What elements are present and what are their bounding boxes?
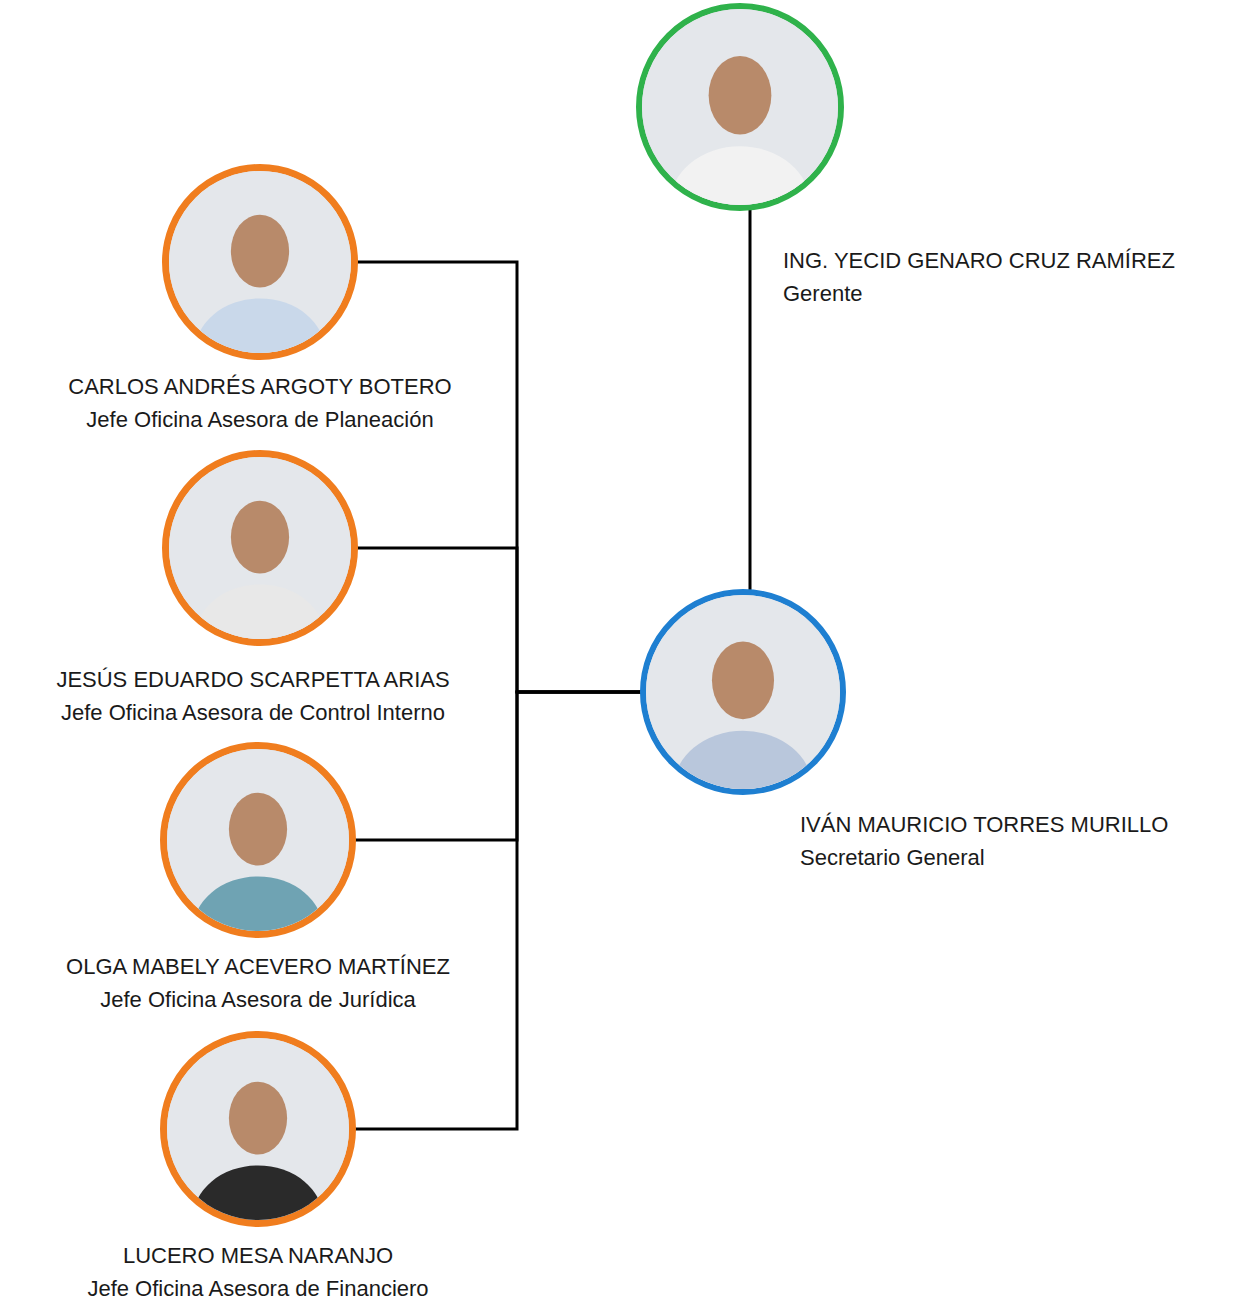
org-connector [356, 262, 642, 692]
person-caption: ING. YECID GENARO CRUZ RAMÍREZGerente [783, 244, 1175, 310]
portrait-body [192, 1165, 323, 1220]
person-name: LUCERO MESA NARANJO [87, 1239, 428, 1272]
person-caption: LUCERO MESA NARANJOJefe Oficina Asesora … [87, 1239, 428, 1305]
person-caption: CARLOS ANDRÉS ARGOTY BOTEROJefe Oficina … [68, 370, 451, 436]
person-role: Jefe Oficina Asesora de Jurídica [66, 983, 450, 1016]
person-role: Secretario General [800, 841, 1168, 874]
org-connector [749, 209, 752, 591]
person-node: ING. YECID GENARO CRUZ RAMÍREZGerente [636, 3, 844, 211]
person-name: OLGA MABELY ACEVERO MARTÍNEZ [66, 950, 450, 983]
portrait-placeholder [646, 595, 840, 789]
portrait-circle [636, 3, 844, 211]
person-name: CARLOS ANDRÉS ARGOTY BOTERO [68, 370, 451, 403]
portrait-body [669, 146, 810, 205]
person-caption: IVÁN MAURICIO TORRES MURILLOSecretario G… [800, 808, 1168, 874]
portrait-body [194, 298, 325, 353]
portrait-head [231, 215, 289, 288]
portrait-head [231, 501, 289, 574]
person-role: Jefe Oficina Asesora de Financiero [87, 1272, 428, 1305]
person-name: ING. YECID GENARO CRUZ RAMÍREZ [783, 244, 1175, 277]
portrait-circle [640, 589, 846, 795]
portrait-head [229, 793, 287, 866]
person-node: CARLOS ANDRÉS ARGOTY BOTEROJefe Oficina … [162, 164, 358, 360]
portrait-head [229, 1082, 287, 1155]
person-name: IVÁN MAURICIO TORRES MURILLO [800, 808, 1168, 841]
person-node: OLGA MABELY ACEVERO MARTÍNEZJefe Oficina… [160, 742, 356, 938]
portrait-circle [162, 164, 358, 360]
portrait-placeholder [167, 1038, 349, 1220]
person-role: Gerente [783, 277, 1175, 310]
person-node: IVÁN MAURICIO TORRES MURILLOSecretario G… [640, 589, 846, 795]
person-caption: OLGA MABELY ACEVERO MARTÍNEZJefe Oficina… [66, 950, 450, 1016]
portrait-placeholder [167, 749, 349, 931]
portrait-placeholder [169, 171, 351, 353]
portrait-head [712, 642, 774, 720]
portrait-head [709, 56, 772, 134]
org-connector [354, 692, 642, 1129]
portrait-body [673, 731, 813, 789]
portrait-circle [162, 450, 358, 646]
person-name: JESÚS EDUARDO SCARPETTA ARIAS [56, 663, 449, 696]
person-node: JESÚS EDUARDO SCARPETTA ARIASJefe Oficin… [162, 450, 358, 646]
portrait-body [192, 876, 323, 931]
portrait-body [194, 584, 325, 639]
portrait-placeholder [642, 9, 838, 205]
person-role: Jefe Oficina Asesora de Planeación [68, 403, 451, 436]
person-node: LUCERO MESA NARANJOJefe Oficina Asesora … [160, 1031, 356, 1227]
portrait-placeholder [169, 457, 351, 639]
portrait-circle [160, 742, 356, 938]
person-caption: JESÚS EDUARDO SCARPETTA ARIASJefe Oficin… [56, 663, 449, 729]
person-role: Jefe Oficina Asesora de Control Interno [56, 696, 449, 729]
portrait-circle [160, 1031, 356, 1227]
